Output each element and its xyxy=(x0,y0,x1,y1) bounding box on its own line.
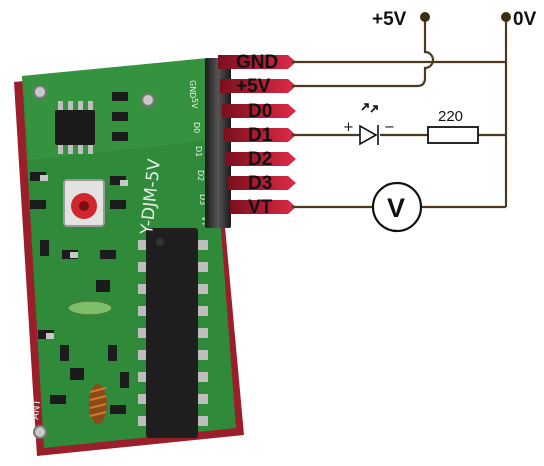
voltmeter-icon xyxy=(371,181,423,233)
silk-ant: ANT xyxy=(30,398,43,420)
silk-pin-d0: D0 xyxy=(192,122,201,133)
mounting-hole xyxy=(33,85,47,99)
pin-label-5v: +5V xyxy=(236,76,271,97)
silk-pin-d1: D1 xyxy=(194,146,203,157)
rail-label-0v: 0V xyxy=(513,9,537,30)
tuning-coil xyxy=(63,179,105,227)
pin-d2-tab xyxy=(226,152,296,166)
voltmeter-label: V xyxy=(387,193,405,223)
resistor-icon xyxy=(427,126,479,144)
pin-vt-tab xyxy=(230,200,296,214)
led-plus-sign: + xyxy=(343,120,354,135)
silk-pin-labels: GND 5V D0 D1 D2 D3 VT xyxy=(188,80,209,226)
pin-d3-tab xyxy=(228,176,296,190)
pin-d1-tab xyxy=(224,128,296,142)
pin-label-d2: D2 xyxy=(248,149,272,170)
transistor xyxy=(96,280,110,292)
led-minus-sign: − xyxy=(384,120,395,135)
wires xyxy=(292,17,508,209)
rail-label-plus5v: +5V xyxy=(372,9,407,30)
silk-pin-d3: D3 xyxy=(198,194,207,205)
pin-d0-tab xyxy=(222,104,296,118)
terminal-0v xyxy=(501,12,511,22)
avito-logo-icon xyxy=(446,424,475,451)
pin-label-vt: VT xyxy=(248,197,273,218)
ic-soic8 xyxy=(55,101,95,154)
silk-pin-5v: 5V xyxy=(190,98,199,109)
inductor-green xyxy=(67,300,113,316)
inductor-coil xyxy=(89,384,107,424)
silk-pin-vt: VT xyxy=(200,216,209,226)
pin-label-d1: D1 xyxy=(248,125,273,146)
mounting-hole xyxy=(141,93,155,107)
transistor-small xyxy=(70,368,84,380)
pin-label-d0: D0 xyxy=(248,101,272,122)
silk-pin-d2: D2 xyxy=(196,170,205,181)
pin-5v-tab xyxy=(220,79,296,93)
watermark: Avito xyxy=(446,419,544,454)
led-icon xyxy=(359,103,379,146)
coil-windings xyxy=(89,387,107,417)
ic-decoder xyxy=(138,228,208,438)
resistor-value: 220 xyxy=(438,108,463,125)
terminal-plus5v xyxy=(420,12,430,22)
pin-label-gnd: GND xyxy=(236,52,278,73)
wire-plus5v-rail xyxy=(292,17,435,88)
pin-labels: GND +5V D0 D1 D2 D3 VT xyxy=(236,52,278,218)
mounting-hole xyxy=(33,425,47,439)
smd-pads xyxy=(40,175,128,339)
pin-header xyxy=(205,58,231,228)
pin-gnd-tab xyxy=(218,55,296,69)
header-pins xyxy=(218,55,296,214)
pin-label-d3: D3 xyxy=(248,173,272,194)
receiver-module-board: Y-DJM-5V ANT GND 5V D0 D1 D2 D3 VT xyxy=(14,58,244,456)
watermark-text: Avito xyxy=(478,419,544,454)
silk-pin-gnd: GND xyxy=(188,80,197,98)
